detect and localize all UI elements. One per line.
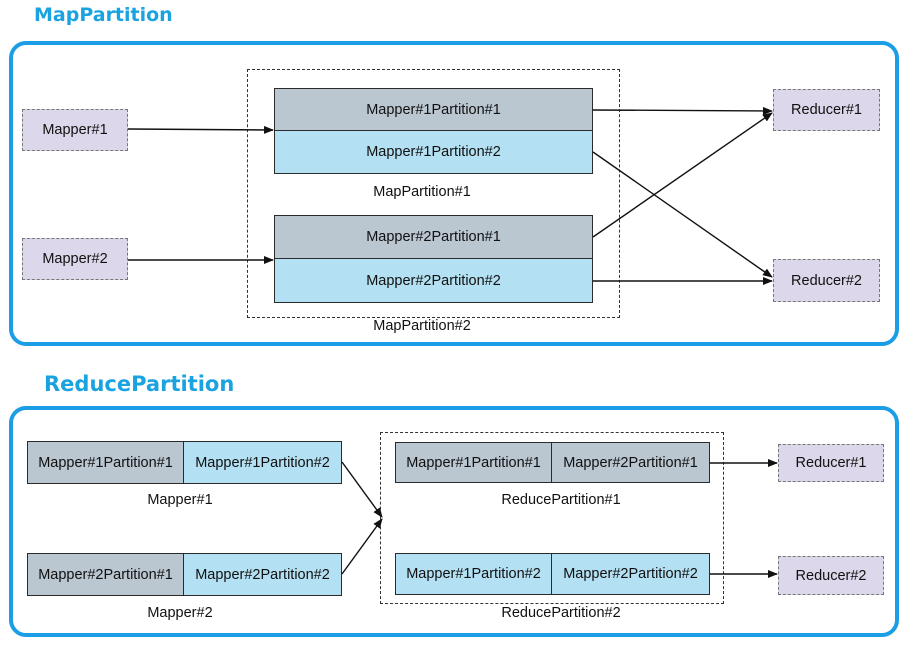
reduce-partition-heading: ReducePartition: [44, 372, 235, 396]
arrow-m1p2-to-reducer2: [592, 151, 773, 278]
arrow-m1p1-to-reducer1: [592, 106, 773, 115]
arrow-rmapper1-to-reduce: [341, 461, 383, 518]
map-partition-1-label: MapPartition#1: [373, 184, 471, 200]
reduce-partition-panel: [9, 406, 899, 637]
r-reducer-2-node: Reducer#2: [778, 556, 884, 595]
reduce-partition-2-label: ReducePartition#2: [501, 605, 621, 621]
reduce-partition-1-label: ReducePartition#1: [501, 492, 621, 508]
reducer-1-node: Reducer#1: [773, 89, 880, 131]
r-reducer-1-node: Reducer#1: [778, 444, 884, 482]
mapper2-partition1-box: Mapper#2Partition#1: [274, 215, 593, 259]
rp1-mapper2-partition1-box: Mapper#2Partition#1: [551, 442, 710, 483]
mapper2-partition2-box: Mapper#2Partition#2: [274, 258, 593, 303]
rp1-mapper1-partition1-box: Mapper#1Partition#1: [395, 442, 552, 483]
mapper-2-node: Mapper#2: [22, 238, 128, 280]
arrow-mapper1-to-partition: [127, 125, 274, 134]
rp2-mapper1-partition2-box: Mapper#1Partition#2: [395, 553, 552, 595]
r-mapper2-partition1-box: Mapper#2Partition#1: [27, 553, 184, 596]
map-partition-panel: [9, 41, 899, 346]
r-mapper1-partition2-box: Mapper#1Partition#2: [183, 441, 342, 484]
reducer-2-node: Reducer#2: [773, 259, 880, 302]
mapper1-partition2-box: Mapper#1Partition#2: [274, 130, 593, 174]
rp2-mapper2-partition2-box: Mapper#2Partition#2: [551, 553, 710, 595]
r-mapper-1-label: Mapper#1: [147, 492, 213, 508]
map-partition-heading: MapPartition: [34, 4, 173, 26]
map-partition-group: [247, 69, 620, 318]
map-partition-2-label: MapPartition#2: [373, 318, 471, 334]
r-mapper1-partition1-box: Mapper#1Partition#1: [27, 441, 184, 484]
r-mapper-2-label: Mapper#2: [147, 605, 213, 621]
arrow-rmapper2-to-reduce: [341, 518, 383, 575]
r-mapper2-partition2-box: Mapper#2Partition#2: [183, 553, 342, 596]
reduce-partition-group: [380, 432, 724, 604]
mapper-1-node: Mapper#1: [22, 109, 128, 151]
arrow-m2p1-to-reducer1: [592, 112, 773, 238]
